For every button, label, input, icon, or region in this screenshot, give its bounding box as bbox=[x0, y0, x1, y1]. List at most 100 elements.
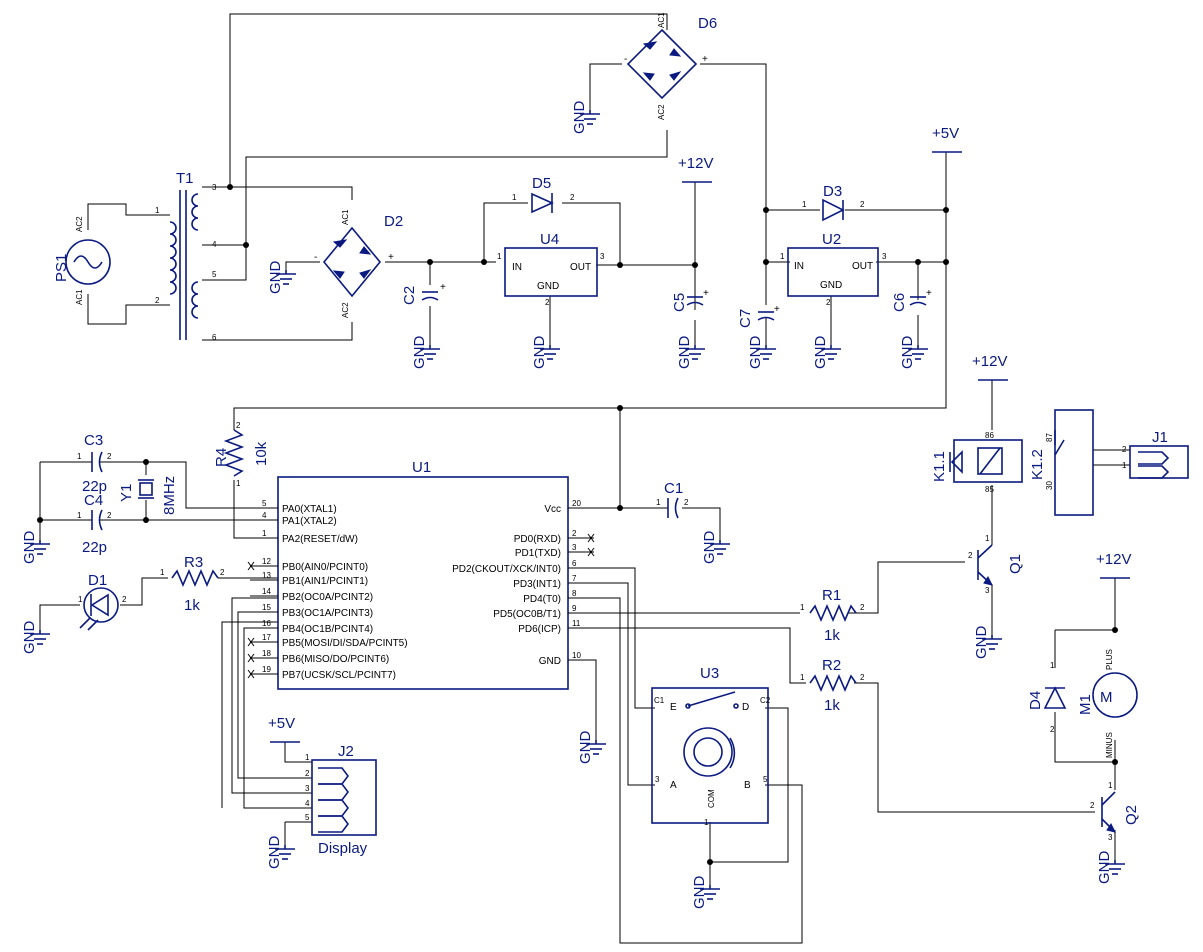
svg-text:2: 2 bbox=[860, 200, 865, 209]
diode-d4: D4 1 2 bbox=[1027, 661, 1067, 734]
u1-pin-number: 16 bbox=[262, 619, 271, 628]
crystal-y1: Y1 8MHz bbox=[118, 476, 178, 515]
u1-pin-number: 9 bbox=[572, 604, 577, 613]
svg-text:OUT: OUT bbox=[852, 261, 873, 272]
svg-text:1: 1 bbox=[800, 673, 805, 682]
svg-text:1: 1 bbox=[704, 818, 709, 827]
d5-label: D5 bbox=[532, 175, 551, 192]
svg-text:IN: IN bbox=[794, 261, 804, 272]
encoder-u3: U3 E D A B COM C1 C2 3 5 1 bbox=[651, 665, 771, 827]
junctions bbox=[37, 184, 1118, 865]
svg-text:86: 86 bbox=[985, 431, 994, 440]
d6-label: D6 bbox=[698, 15, 717, 32]
u1-pin-name: PB5(MOSI/DI/SDA/PCINT5) bbox=[282, 638, 408, 649]
c4-value: 22p bbox=[82, 539, 107, 556]
gnd-label: GND bbox=[21, 531, 38, 565]
resistor-r3: R3 1k 1 2 bbox=[160, 554, 225, 614]
u1-pin-name: PB3(OC1A/PCINT3) bbox=[282, 608, 373, 619]
capacitor-c6: + C6 bbox=[891, 288, 932, 312]
svg-text:1: 1 bbox=[780, 252, 785, 261]
svg-text:4: 4 bbox=[212, 240, 217, 249]
r2-value: 1k bbox=[824, 697, 840, 714]
c2-label: C2 bbox=[401, 286, 418, 305]
u1-pin-name: PB0(AIN0/PCINT0) bbox=[282, 562, 368, 573]
j2-label: J2 bbox=[338, 743, 354, 760]
svg-text:3: 3 bbox=[212, 183, 217, 192]
transistor-q1: Q1 2 1 3 bbox=[968, 534, 1024, 595]
u1-pin-number: 15 bbox=[262, 603, 271, 612]
u1-pin-name: PB7(UCSK/SCL/PCINT7) bbox=[282, 670, 396, 681]
u1-pin-number: 3 bbox=[572, 543, 577, 552]
wires bbox=[39, 13, 1130, 944]
q2-label: Q2 bbox=[1123, 805, 1140, 825]
svg-text:2: 2 bbox=[1122, 445, 1127, 454]
gnd-label: GND bbox=[676, 336, 693, 370]
svg-text:GND: GND bbox=[537, 281, 559, 292]
svg-text:2: 2 bbox=[570, 193, 575, 202]
c1-label: C1 bbox=[664, 480, 683, 497]
gnd-label: GND bbox=[531, 336, 548, 370]
svg-text:2: 2 bbox=[968, 551, 973, 560]
svg-text:4: 4 bbox=[305, 799, 310, 808]
svg-text:AC2: AC2 bbox=[657, 104, 666, 120]
u1-right-pins: Vcc20PD0(RXD)2PD1(TXD)3PD2(CKOUT/XCK/INT… bbox=[452, 499, 595, 667]
svg-text:D: D bbox=[742, 702, 749, 713]
svg-text:MINUS: MINUS bbox=[1105, 732, 1114, 758]
nc-mark bbox=[247, 637, 255, 647]
u3-label: U3 bbox=[700, 665, 719, 682]
svg-text:1: 1 bbox=[305, 753, 310, 762]
j1-label: J1 bbox=[1152, 429, 1168, 446]
svg-text:OUT: OUT bbox=[570, 262, 591, 273]
svg-text:2: 2 bbox=[1090, 801, 1095, 810]
svg-text:A: A bbox=[670, 780, 677, 791]
transformer-t1: T1 3 4 5 6 1 2 bbox=[155, 170, 217, 342]
svg-text:3: 3 bbox=[305, 784, 310, 793]
d3-label: D3 bbox=[823, 183, 842, 200]
resistor-r2: R2 1k 1 2 bbox=[800, 657, 865, 714]
svg-text:1: 1 bbox=[802, 200, 807, 209]
svg-text:C2: C2 bbox=[760, 696, 771, 705]
u1-pin-name: PD5(OC0B/T1) bbox=[493, 609, 561, 620]
svg-text:1: 1 bbox=[160, 568, 165, 577]
capacitor-c7: + C7 bbox=[737, 304, 780, 328]
svg-text:1: 1 bbox=[77, 452, 82, 461]
resistor-r4: R4 10k 2 1 bbox=[213, 421, 270, 488]
ps1-label: PS1 bbox=[53, 254, 70, 282]
svg-text:1: 1 bbox=[78, 595, 83, 604]
svg-text:AC1: AC1 bbox=[657, 12, 666, 28]
svg-text:+: + bbox=[388, 252, 394, 263]
svg-text:+: + bbox=[703, 288, 709, 299]
gnd-label: GND bbox=[701, 531, 718, 565]
svg-text:AC1: AC1 bbox=[341, 209, 350, 225]
svg-text:1: 1 bbox=[497, 252, 502, 261]
capacitor-c3: C3 22p 1 2 bbox=[77, 432, 112, 495]
led-d1: D1 1 2 bbox=[78, 572, 127, 631]
connector-j2: J2 Display 1 2 3 4 5 bbox=[305, 743, 377, 857]
gnd-label: GND bbox=[812, 336, 829, 370]
svg-text:2: 2 bbox=[545, 298, 550, 307]
relay-contact-k12: K1.2 87 30 bbox=[1029, 409, 1094, 516]
svg-text:2: 2 bbox=[107, 511, 112, 520]
net-12v-b: +12V bbox=[972, 353, 1007, 370]
svg-text:1: 1 bbox=[155, 206, 160, 215]
svg-text:C1: C1 bbox=[654, 696, 665, 705]
c5-label: C5 bbox=[671, 293, 688, 312]
svg-text:3: 3 bbox=[882, 252, 887, 261]
d2-label: D2 bbox=[384, 213, 403, 230]
u1-pin-number: 8 bbox=[572, 589, 577, 598]
svg-text:AC2: AC2 bbox=[341, 302, 350, 318]
j2-value: Display bbox=[318, 840, 368, 857]
regulator-u4: U4 IN OUT GND 1 3 2 bbox=[497, 231, 605, 307]
r4-value: 10k bbox=[253, 441, 270, 466]
u1-pin-number: 17 bbox=[262, 633, 271, 642]
u1-pin-number: 10 bbox=[572, 651, 581, 660]
u1-pin-name: PD4(T0) bbox=[523, 594, 561, 605]
diode-d3: D3 1 2 bbox=[802, 183, 865, 222]
svg-text:E: E bbox=[670, 702, 677, 713]
u1-pin-number: 19 bbox=[262, 665, 271, 674]
gnd-label: GND bbox=[1096, 851, 1113, 885]
capacitor-c2: + C2 bbox=[401, 282, 446, 305]
svg-text:1: 1 bbox=[656, 498, 661, 507]
